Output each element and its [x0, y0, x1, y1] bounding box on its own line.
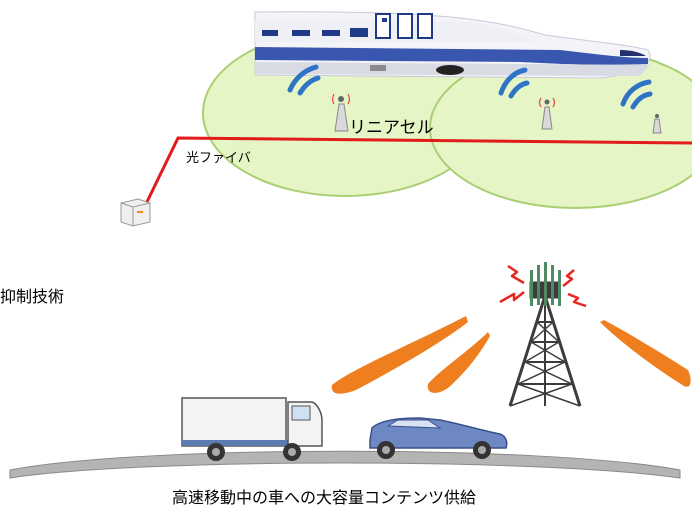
- truck-icon: [181, 397, 323, 461]
- road-icon: [9, 450, 681, 479]
- server-icon: [120, 198, 151, 227]
- shinkansen-train-icon: [254, 11, 651, 79]
- car-icon: [369, 417, 508, 459]
- antenna-icon: [331, 93, 351, 132]
- antenna-icon: [538, 97, 556, 130]
- cell-tower-icon: [508, 262, 582, 407]
- diagram-caption: 高速移動中の車への大容量コンテンツ供給: [172, 490, 477, 507]
- radio-beam-icon: [331, 316, 691, 394]
- suppression-tech-label: 抑制技術: [0, 289, 65, 306]
- linear-cell-label: リニアセル: [349, 118, 434, 137]
- optical-fiber-line: [142, 136, 692, 209]
- optical-fiber-label: 光ファイバ: [186, 150, 251, 165]
- signal-icon: [499, 264, 587, 308]
- signal-wave-icon: [287, 64, 653, 110]
- antenna-icon: [652, 114, 662, 134]
